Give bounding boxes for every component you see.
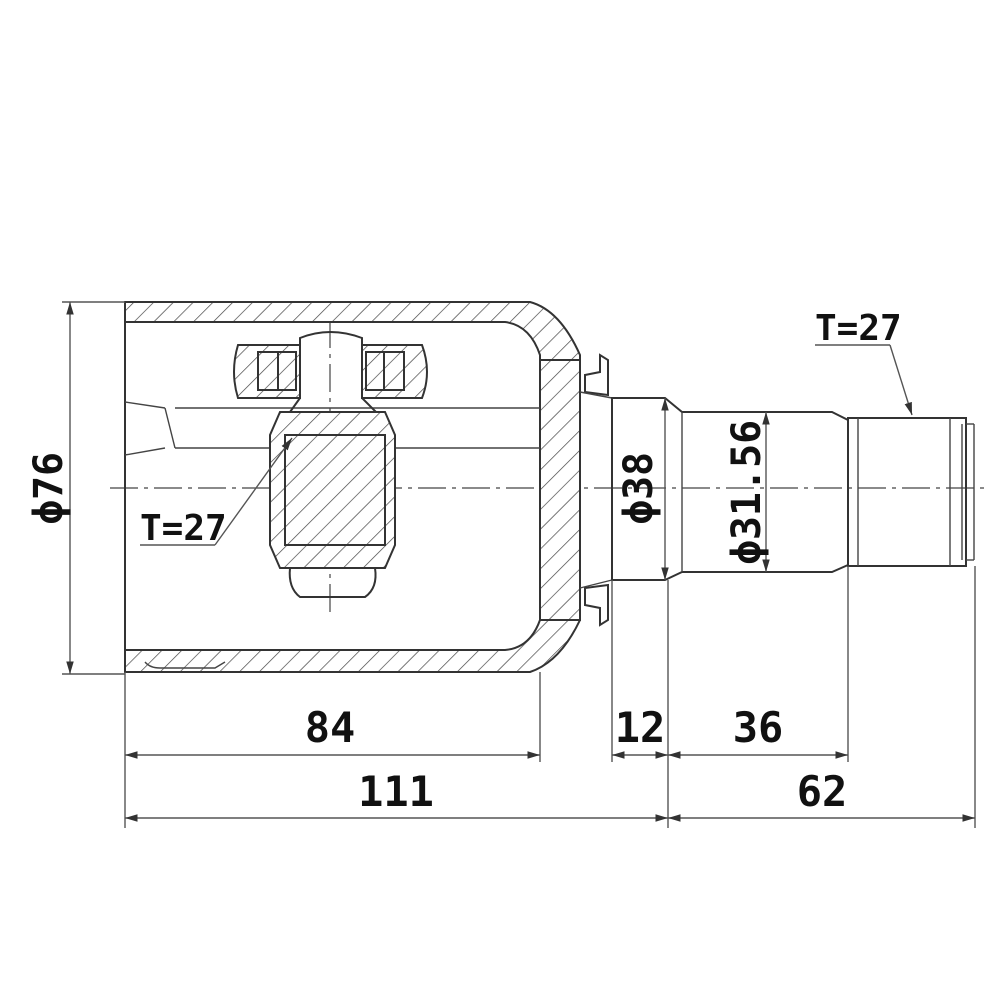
inner-spline-teeth-label: T=27 bbox=[140, 508, 227, 549]
housing-top-wall bbox=[124, 301, 581, 409]
length-dimensions: 84 12 36 111 62 bbox=[124, 566, 976, 828]
dimension-outer-diameter: ϕ76 bbox=[26, 301, 125, 675]
dimension-stub-diameter: ϕ31.56 bbox=[724, 412, 770, 572]
outer-spline-callout: T=27 bbox=[815, 308, 913, 416]
shaft-length-label: 36 bbox=[733, 703, 784, 752]
housing-end-wall bbox=[539, 359, 581, 621]
tripod bbox=[233, 331, 428, 598]
dimension-spline-diameter: ϕ38 bbox=[616, 398, 669, 580]
outer-spline-teeth-label: T=27 bbox=[815, 308, 902, 349]
inner-spline-callout: T=27 bbox=[140, 437, 293, 549]
spline-diameter-label: ϕ38 bbox=[616, 452, 662, 524]
overall-housing-length-label: 111 bbox=[358, 767, 434, 816]
housing-bottom-wall bbox=[124, 569, 581, 673]
stub-length-label: 62 bbox=[797, 767, 848, 816]
tripod-hub bbox=[269, 411, 396, 569]
boot-seat bbox=[579, 353, 613, 627]
stub-shaft bbox=[611, 397, 975, 581]
boot-length-label: 12 bbox=[615, 703, 666, 752]
housing-length-label: 84 bbox=[305, 703, 356, 752]
outer-diameter-label: ϕ76 bbox=[26, 452, 72, 524]
stub-diameter-label: ϕ31.56 bbox=[724, 420, 770, 565]
